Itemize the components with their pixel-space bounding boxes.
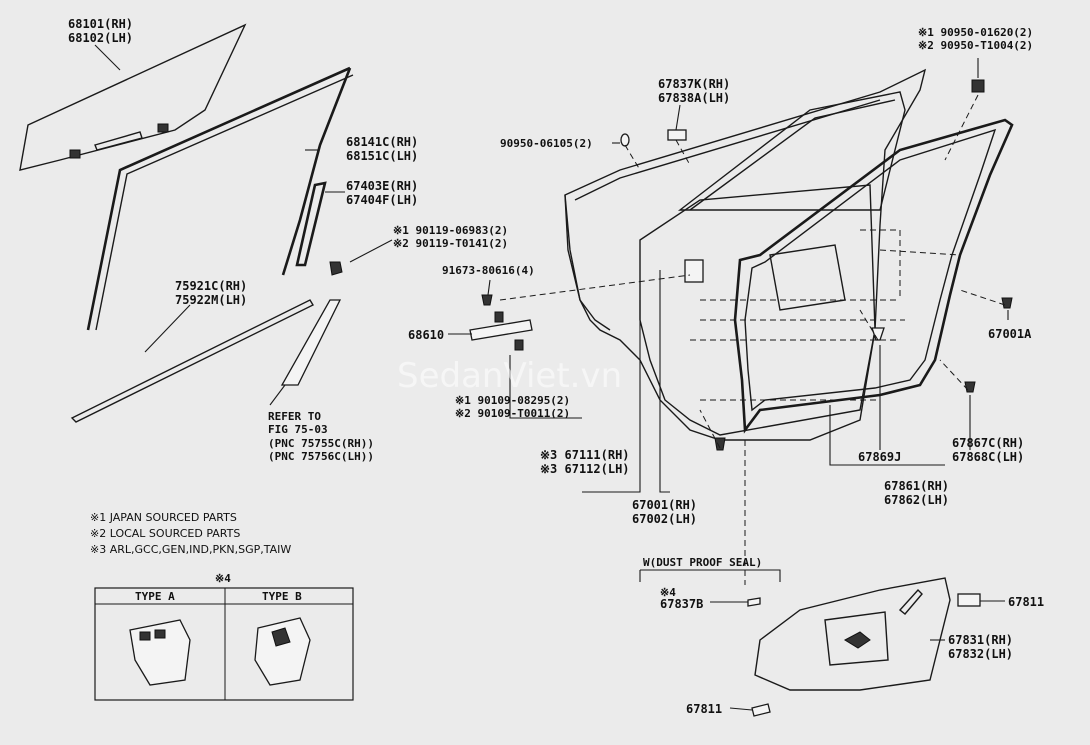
label-68141c: 68141C(RH) — [346, 135, 418, 149]
label-90950-t1004: ※2 90950-T1004(2) — [918, 39, 1033, 52]
type-box — [94, 587, 354, 701]
label-75922m: 75922M(LH) — [175, 293, 247, 307]
label-67862: 67862(LH) — [884, 493, 949, 507]
door-glass — [19, 23, 247, 171]
note-regions: ※3 ARL,GCC,GEN,IND,PKN,SGP,TAIW — [90, 543, 291, 556]
label-67811-right: 67811 — [1008, 595, 1044, 609]
label-68101: 68101(RH) — [68, 17, 133, 31]
label-90950-06105: 90950-06105(2) — [500, 137, 593, 150]
hinge-68610 — [469, 294, 533, 351]
weatherstrip — [733, 118, 1014, 434]
door-panel-outer — [564, 194, 611, 331]
label-67832: 67832(LH) — [948, 647, 1013, 661]
label-90950-01620: ※1 90950-01620(2) — [918, 26, 1033, 39]
belt-moulding — [70, 299, 314, 423]
note-local-sourced: ※2 LOCAL SOURCED PARTS — [90, 527, 240, 540]
label-67869j: 67869J — [858, 450, 901, 464]
run-channel — [86, 66, 354, 331]
label-67868c: 67868C(LH) — [952, 450, 1024, 464]
label-67112: ※3 67112(LH) — [540, 462, 630, 476]
label-90119-06983: ※1 90119-06983(2) — [393, 224, 508, 237]
label-67811-bottom: 67811 — [686, 702, 722, 716]
label-refer-pnc-lh: (PNC 75756C(LH)) — [268, 450, 374, 463]
label-refer-fig: FIG 75-03 — [268, 423, 328, 436]
screw-90119 — [329, 261, 343, 276]
service-hole-cover — [754, 577, 951, 691]
label-91673: 91673-80616(4) — [442, 264, 535, 277]
label-67837k: 67837K(RH) — [658, 77, 730, 91]
type-box-title: ※4 — [215, 572, 231, 585]
label-67001a: 67001A — [988, 327, 1032, 341]
label-75921c: 75921C(RH) — [175, 279, 247, 293]
type-a-label: TYPE A — [135, 590, 175, 603]
label-67837b: 67837B — [660, 597, 703, 611]
label-refer-to: REFER TO — [268, 410, 321, 423]
garnish — [295, 181, 327, 267]
label-67838a: 67838A(LH) — [658, 91, 730, 105]
pads-67811 — [747, 593, 981, 717]
note-japan-sourced: ※1 JAPAN SOURCED PARTS — [90, 511, 237, 524]
label-67111: ※3 67111(RH) — [540, 448, 630, 462]
label-68102: 68102(LH) — [68, 31, 133, 45]
label-67831: 67831(RH) — [948, 633, 1013, 647]
label-67861: 67861(RH) — [884, 479, 949, 493]
door-shell — [564, 68, 927, 441]
label-67404f: 67404F(LH) — [346, 193, 418, 207]
watermark: SedanViet.vn — [397, 356, 622, 396]
label-67001: 67001(RH) — [632, 498, 697, 512]
label-67002: 67002(LH) — [632, 512, 697, 526]
label-67867c: 67867C(RH) — [952, 436, 1024, 450]
label-68610: 68610 — [408, 328, 444, 342]
label-star4-seal: ※4 — [660, 586, 676, 599]
label-90119-t0141: ※2 90119-T0141(2) — [393, 237, 508, 250]
label-dust-proof-seal: W(DUST PROOF SEAL) — [643, 556, 762, 569]
label-90109-08295: ※1 90109-08295(2) — [455, 394, 570, 407]
corner-garnish — [280, 299, 342, 386]
label-refer-pnc-rh: (PNC 75755C(RH)) — [268, 437, 374, 450]
label-68151c: 68151C(LH) — [346, 149, 418, 163]
type-b-label: TYPE B — [262, 590, 302, 603]
label-90109-t0011: ※2 90109-T0011(2) — [455, 407, 570, 420]
label-67403e: 67403E(RH) — [346, 179, 418, 193]
